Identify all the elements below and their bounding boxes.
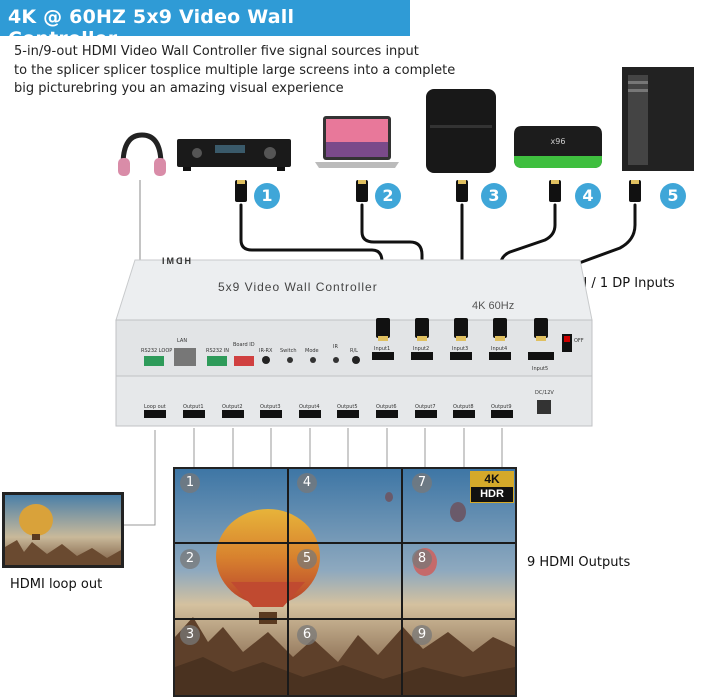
label-ir-rx: IR-RX	[259, 348, 273, 354]
description-line-1: 5-in/9-out HDMI Video Wall Controller fi…	[14, 44, 419, 59]
source-number-1: 1	[254, 183, 280, 209]
label-input4: Input4	[491, 346, 508, 352]
tile-number-1: 1	[180, 473, 200, 493]
source-number-4: 4	[575, 183, 601, 209]
label-output8: Output8	[453, 404, 474, 410]
label-loop-out: Loop out	[144, 404, 166, 410]
badge-hdr: HDR	[480, 488, 504, 500]
label-rl: R/L	[350, 348, 358, 354]
video-wall	[173, 467, 517, 697]
source-number-3: 3	[481, 183, 507, 209]
device-resolution: 4K 60Hz	[472, 300, 515, 312]
video-wall-controller	[115, 259, 593, 427]
loop-out-monitor	[2, 492, 124, 568]
label-output1: Output1	[183, 404, 204, 410]
source-number-2: 2	[375, 183, 401, 209]
title-banner: 4K @ 60HZ 5x9 Video Wall Controller	[0, 0, 410, 50]
4k-hdr-badge: 4K HDR	[470, 471, 514, 503]
svg-text:x96: x96	[551, 137, 566, 146]
tv-box-icon: x96	[514, 126, 602, 168]
device-name: 5x9 Video Wall Controller	[218, 280, 378, 294]
tile-number-5: 5	[297, 549, 317, 569]
desktop-pc-icon	[622, 67, 694, 171]
tile-number-7: 7	[412, 473, 432, 493]
laptop-icon	[315, 116, 399, 168]
tile-number-8: 8	[412, 549, 432, 569]
tile-number-3: 3	[180, 625, 200, 645]
tile-number-6: 6	[297, 625, 317, 645]
cable-1	[239, 203, 384, 322]
label-board-id: Board ID	[233, 342, 255, 348]
label-output9: Output9	[491, 404, 512, 410]
badge-4k: 4K	[471, 472, 513, 487]
label-output4: Output4	[299, 404, 320, 410]
description-line-2: to the splicer splicer tosplice multiple…	[14, 63, 456, 78]
tile-number-4: 4	[297, 473, 317, 493]
source-number-5: 5	[660, 183, 686, 209]
label-input5: Input5	[532, 366, 549, 372]
loop-out-label: HDMI loop out	[10, 577, 103, 592]
page-title: 4K @ 60HZ 5x9 Video Wall Controller	[8, 6, 295, 50]
label-output3: Output3	[260, 404, 281, 410]
tile-number-2: 2	[180, 549, 200, 569]
description-line-3: big picturebring you an amazing visual e…	[14, 81, 344, 96]
label-power: DC/12V	[535, 390, 554, 396]
label-output5: Output5	[337, 404, 358, 410]
av-receiver-icon	[177, 139, 291, 171]
label-off: OFF	[574, 338, 584, 344]
outputs-label: 9 HDMI Outputs	[527, 555, 631, 570]
label-output6: Output6	[376, 404, 397, 410]
headphones-icon	[118, 132, 166, 176]
label-output7: Output7	[415, 404, 436, 410]
label-mode: Mode	[305, 348, 319, 354]
label-rs232-loop: RS232 LOOP	[141, 348, 173, 354]
label-input2: Input2	[413, 346, 430, 352]
device-brand-logo: HDMI	[160, 256, 191, 266]
label-input1: Input1	[374, 346, 391, 352]
tile-number-9: 9	[412, 625, 432, 645]
loop-out-line	[120, 430, 156, 526]
game-console-icon	[426, 89, 496, 173]
cable-2	[360, 203, 424, 322]
label-input3: Input3	[452, 346, 469, 352]
label-rs232-in: RS232 IN	[206, 348, 229, 354]
label-ir: IR	[333, 344, 338, 350]
label-switch: Switch	[280, 348, 297, 354]
label-lan: LAN	[177, 338, 188, 344]
label-output2: Output2	[222, 404, 243, 410]
